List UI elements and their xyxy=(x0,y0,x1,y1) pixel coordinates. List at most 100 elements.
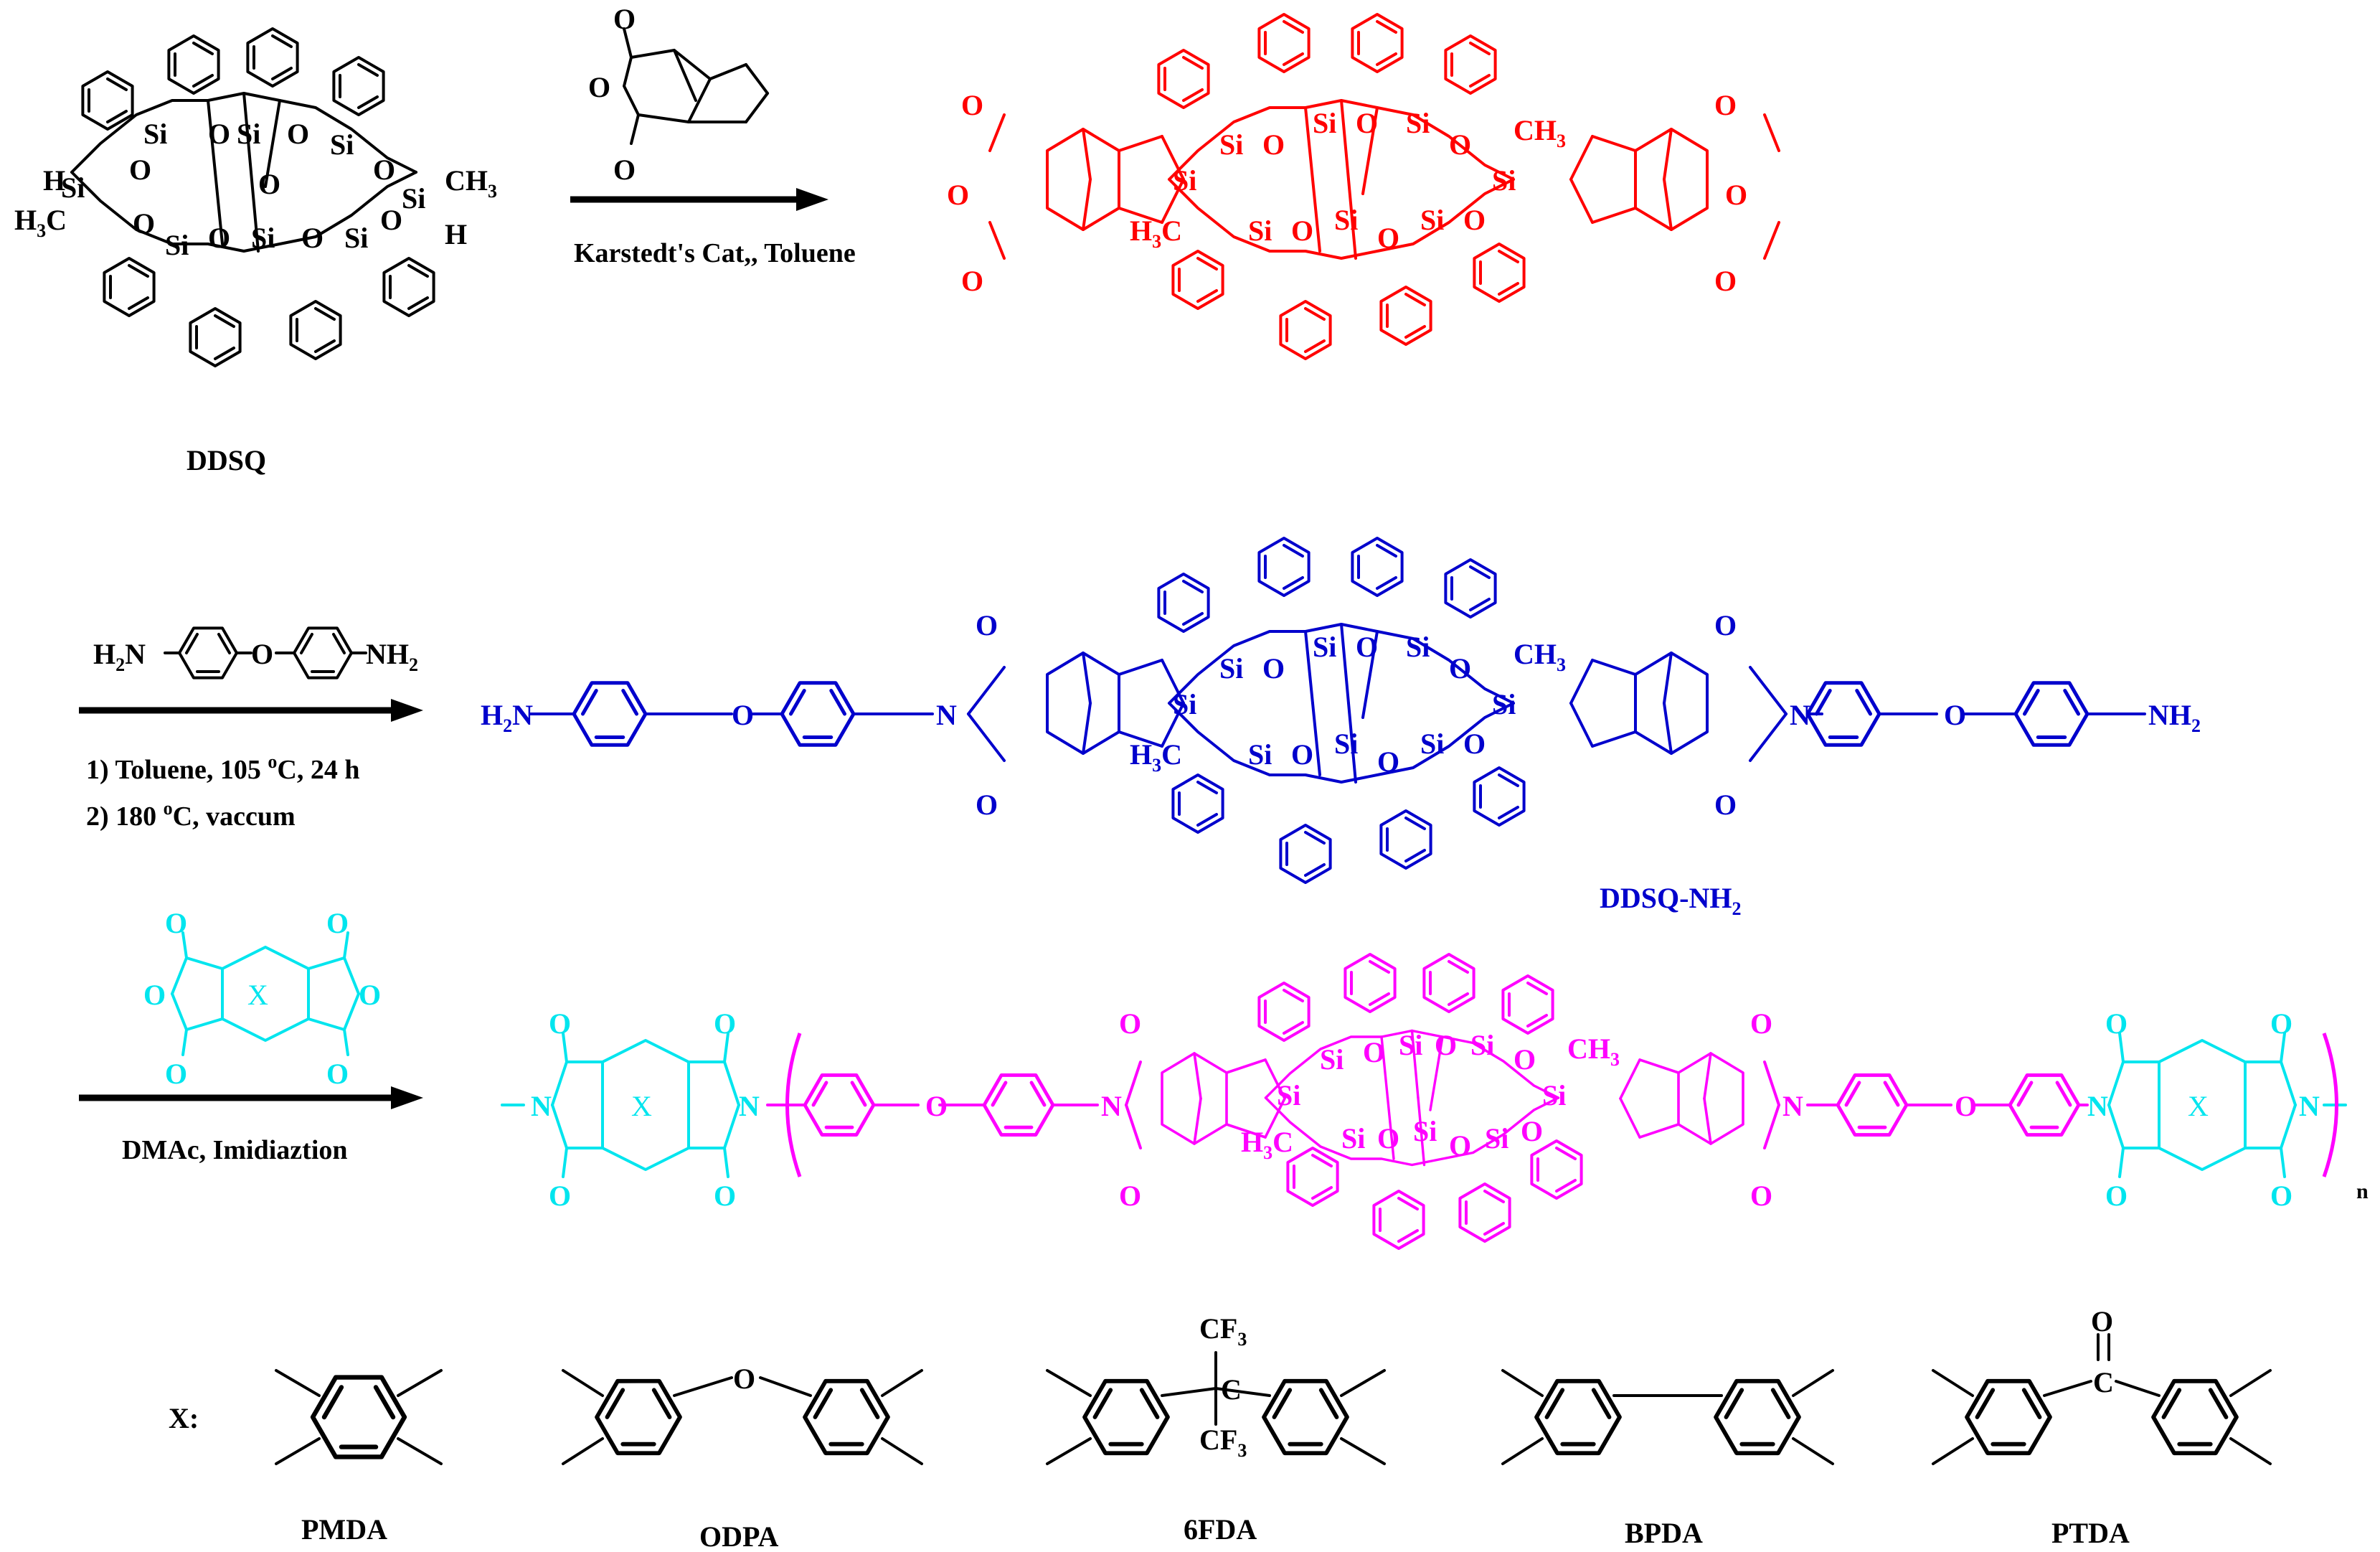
svg-text:O: O xyxy=(549,1180,571,1212)
svg-text:O: O xyxy=(1449,1129,1471,1162)
svg-text:Si: Si xyxy=(1420,204,1444,236)
svg-text:O: O xyxy=(1714,609,1737,641)
svg-text:O: O xyxy=(732,699,754,731)
svg-text:H3C: H3C xyxy=(14,204,67,241)
svg-text:O: O xyxy=(961,89,983,121)
svg-text:O: O xyxy=(961,265,983,297)
svg-text:O: O xyxy=(1750,1007,1772,1040)
svg-text:Si: Si xyxy=(1334,204,1358,236)
svg-text:H: H xyxy=(43,164,65,197)
pmda-label: PMDA xyxy=(301,1513,387,1546)
repeat-bracket-right xyxy=(2322,1033,2338,1177)
svg-text:Si: Si xyxy=(1406,107,1430,139)
svg-text:Si: Si xyxy=(1334,728,1358,760)
svg-text:O: O xyxy=(1714,789,1737,821)
svg-text:O: O xyxy=(301,222,324,254)
bpda-structure xyxy=(1501,1363,1834,1472)
svg-text:O: O xyxy=(1514,1043,1536,1076)
svg-text:Si: Si xyxy=(402,182,425,215)
6fda-label: 6FDA xyxy=(1184,1513,1257,1546)
svg-text:Si: Si xyxy=(1313,107,1336,139)
svg-text:O: O xyxy=(1944,699,1966,731)
svg-text:O: O xyxy=(1725,179,1747,211)
svg-text:Si: Si xyxy=(1248,215,1272,247)
svg-text:Si: Si xyxy=(1341,1122,1365,1154)
svg-text:H2N: H2N xyxy=(93,638,146,675)
svg-text:NH2: NH2 xyxy=(2148,699,2201,736)
ddsq-label: DDSQ xyxy=(186,444,266,476)
bpda-label: BPDA xyxy=(1625,1517,1703,1549)
svg-text:O: O xyxy=(2091,1305,2113,1337)
svg-text:N: N xyxy=(739,1090,760,1122)
svg-text:O: O xyxy=(2105,1180,2128,1212)
svg-text:O: O xyxy=(143,979,166,1011)
svg-text:O: O xyxy=(165,907,187,939)
svg-text:Si: Si xyxy=(1492,688,1516,720)
svg-text:O: O xyxy=(714,1007,736,1040)
svg-text:Si: Si xyxy=(61,171,85,204)
dianhydride-reagent-atoms: O O O O O O X xyxy=(143,907,381,1090)
svg-text:O: O xyxy=(1463,204,1486,236)
odpa-structure xyxy=(562,1363,923,1472)
svg-text:Si: Si xyxy=(1492,164,1516,197)
svg-text:Si: Si xyxy=(1277,1079,1300,1111)
ddsq-nh2-atoms: H2N O N O O N O O O NH2 Si Si Si Si Si S… xyxy=(481,609,2201,821)
nadic-anhydride-atoms: O O O xyxy=(588,3,636,186)
polymer-ddsq-core xyxy=(766,953,2087,1250)
ptda-label: PTDA xyxy=(2051,1517,2130,1549)
svg-text:X: X xyxy=(631,1090,652,1122)
svg-text:O: O xyxy=(1119,1007,1141,1040)
repeat-n: n xyxy=(2356,1180,2369,1203)
oda-reagent xyxy=(164,614,367,692)
svg-text:H2N: H2N xyxy=(481,699,533,736)
svg-text:Si: Si xyxy=(251,222,275,254)
svg-text:O: O xyxy=(1435,1029,1457,1061)
svg-text:Si: Si xyxy=(1320,1043,1344,1076)
step1-conditions: Karstedt's Cat,, Toluene xyxy=(574,238,856,268)
reaction-arrow-3-head xyxy=(391,1086,423,1109)
svg-text:NH2: NH2 xyxy=(366,638,418,675)
svg-text:Si: Si xyxy=(1399,1029,1422,1061)
svg-text:Si: Si xyxy=(1470,1029,1494,1061)
svg-text:O: O xyxy=(1463,728,1486,760)
svg-text:O: O xyxy=(373,154,395,186)
svg-text:Si: Si xyxy=(1248,738,1272,771)
svg-text:X: X xyxy=(247,979,268,1011)
svg-text:O: O xyxy=(1356,107,1378,139)
svg-text:O: O xyxy=(1750,1180,1772,1212)
x-prefix: X: xyxy=(169,1402,199,1434)
svg-text:Si: Si xyxy=(1413,1115,1437,1147)
repeat-bracket-left xyxy=(785,1033,802,1177)
svg-text:CH3: CH3 xyxy=(1567,1033,1620,1070)
svg-text:O: O xyxy=(258,168,280,200)
pmda-structure xyxy=(275,1358,443,1477)
svg-text:Si: Si xyxy=(1173,164,1196,197)
polymer-dianhydride-units xyxy=(501,1032,2347,1178)
reaction-arrow-2-head xyxy=(391,699,423,722)
odpa-oxygen: O xyxy=(733,1363,755,1395)
svg-text:Si: Si xyxy=(1313,631,1336,663)
nadic-anhydride-reagent xyxy=(623,27,769,145)
svg-text:O: O xyxy=(1955,1090,1977,1122)
svg-text:O: O xyxy=(1377,746,1399,778)
svg-text:Si: Si xyxy=(1219,652,1243,685)
svg-text:N: N xyxy=(531,1090,552,1122)
svg-text:O: O xyxy=(251,638,273,670)
svg-text:O: O xyxy=(1356,631,1378,663)
svg-text:H3C: H3C xyxy=(1130,738,1182,776)
svg-text:CH3: CH3 xyxy=(1514,114,1566,151)
svg-text:H3C: H3C xyxy=(1130,215,1182,252)
svg-text:O: O xyxy=(133,207,155,240)
oda-reagent-atoms: H2N O NH2 xyxy=(93,638,418,675)
ddsq-atom-labels: Si Si Si Si Si Si Si Si O O O O O O O O … xyxy=(14,118,497,261)
svg-text:O: O xyxy=(359,979,381,1011)
svg-text:Si: Si xyxy=(1485,1122,1508,1154)
svg-text:Si: Si xyxy=(1406,631,1430,663)
svg-text:O: O xyxy=(287,118,309,150)
svg-text:O: O xyxy=(165,1058,187,1090)
ddsq-nh2-label: DDSQ-NH2 xyxy=(1600,882,1741,919)
svg-text:Si: Si xyxy=(143,118,167,150)
svg-text:N: N xyxy=(2087,1090,2108,1122)
svg-text:N: N xyxy=(1790,699,1810,731)
svg-text:Si: Si xyxy=(1219,128,1243,161)
